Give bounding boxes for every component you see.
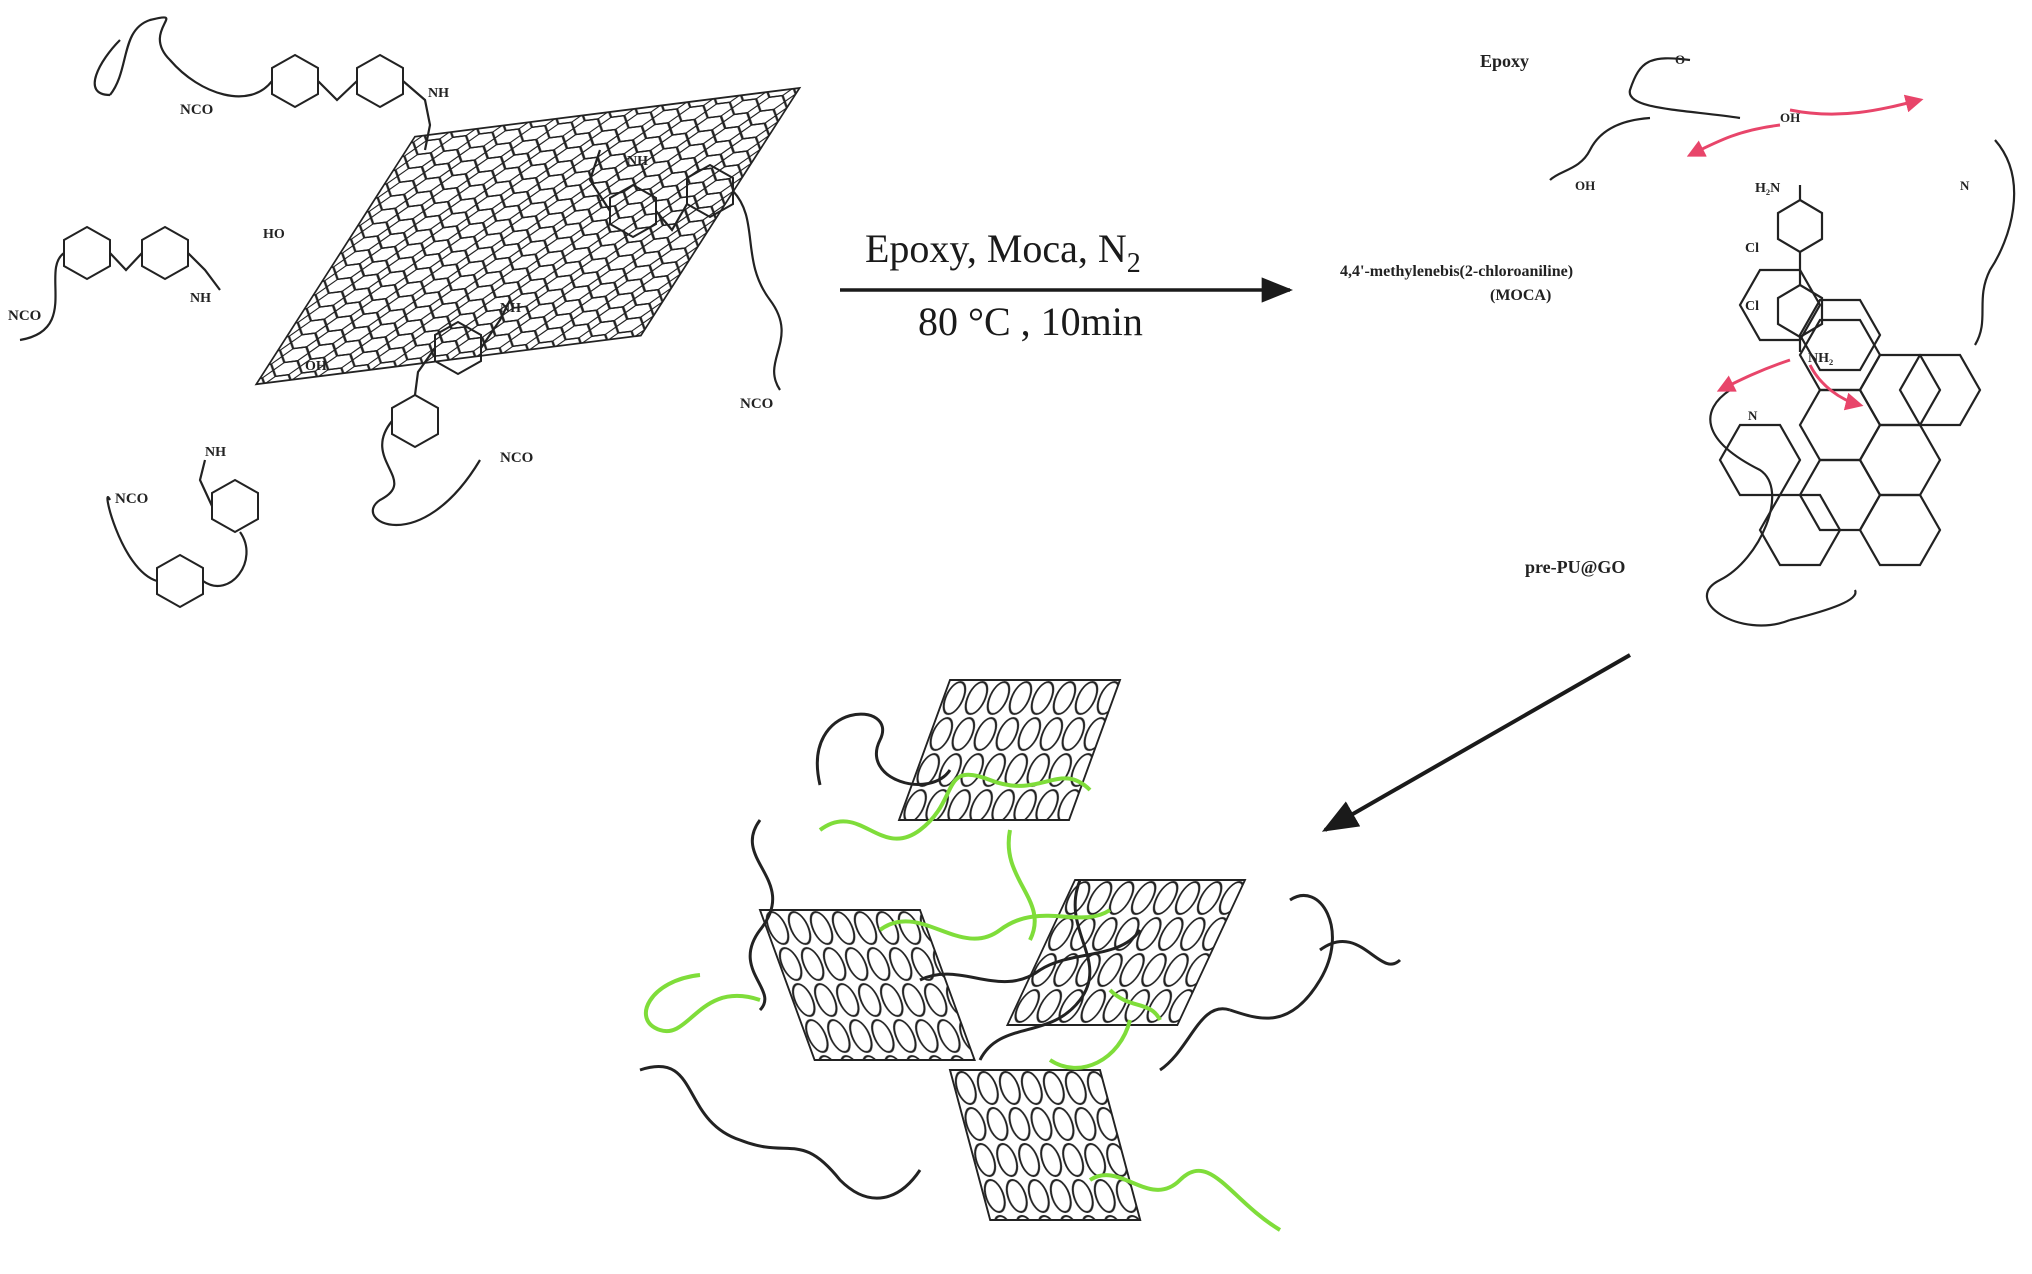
moca-abbrev-label: (MOCA) (1490, 287, 1551, 304)
o-label: O (1675, 52, 1685, 67)
moca-name-label: 4,4'-methylenebis(2-chloroaniline) (1340, 263, 1573, 280)
nh-label: NH (500, 301, 521, 316)
cl-label: Cl (1745, 241, 1759, 256)
nh-label: NH (428, 86, 449, 101)
pre-pu-go-structure: Epoxy 4,4'-methylenebis(2-chloroaniline)… (1340, 51, 2016, 627)
cl-label: Cl (1745, 299, 1759, 314)
nh-label: NH (627, 154, 648, 169)
benzene-ring-icon (63, 53, 734, 609)
graphene-oxide-sheet-icon (254, 86, 802, 386)
functionalized-graphene-oxide: NCO NCO NCO NCO NCO NH NH NH NH NH HO OH (8, 16, 802, 609)
reaction-condition-top: Epoxy, Moca, N2 (865, 226, 1141, 279)
ho-label: HO (263, 227, 285, 242)
nco-label: NCO (180, 102, 213, 118)
reaction-condition-bottom: 80 °C , 10min (918, 299, 1143, 344)
h2n-label: H₂N (1755, 181, 1780, 196)
nco-label: NCO (115, 491, 148, 507)
oh-label: OH (1575, 178, 1595, 193)
n-label: N (1960, 178, 1970, 193)
composite-arrow-icon (1321, 653, 1631, 832)
n-label: N (1748, 408, 1758, 423)
nh2-label: NH₂ (1808, 351, 1833, 366)
nco-label: NCO (8, 308, 41, 324)
oh-label: OH (1780, 110, 1800, 125)
pre-pu-go-label: pre-PU@GO (1525, 557, 1625, 577)
nh-label: NH (190, 291, 211, 306)
mechanism-arrows (1686, 94, 1924, 411)
epoxy-label: Epoxy (1480, 51, 1529, 71)
nh-label: NH (205, 445, 226, 460)
pu-go-composite-network (639, 679, 1402, 1232)
nco-label: NCO (740, 396, 773, 412)
oh-label: OH (305, 359, 327, 374)
nco-label: NCO (500, 450, 533, 466)
polymer-chain-icon (19, 16, 783, 588)
